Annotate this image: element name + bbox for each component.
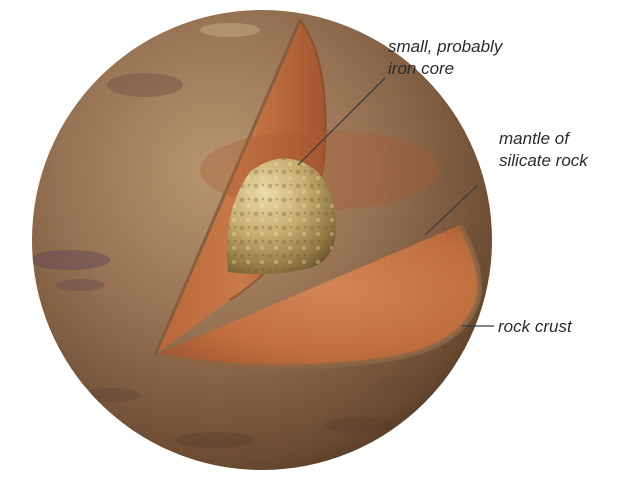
crust-label: rock crust: [498, 317, 573, 336]
core-label-line1: small, probably: [388, 37, 504, 56]
surface-patch: [325, 417, 395, 433]
surface-patch: [107, 73, 183, 97]
surface-patch: [55, 279, 105, 291]
surface-patch: [175, 432, 255, 448]
core-label-line2: iron core: [388, 59, 454, 78]
surface-highlight: [200, 23, 260, 37]
surface-patch: [30, 250, 110, 270]
surface-patch: [80, 388, 140, 402]
mantle-label-line2: silicate rock: [499, 151, 589, 170]
surface-patch: [375, 375, 435, 395]
mantle-label-line1: mantle of: [499, 129, 571, 148]
